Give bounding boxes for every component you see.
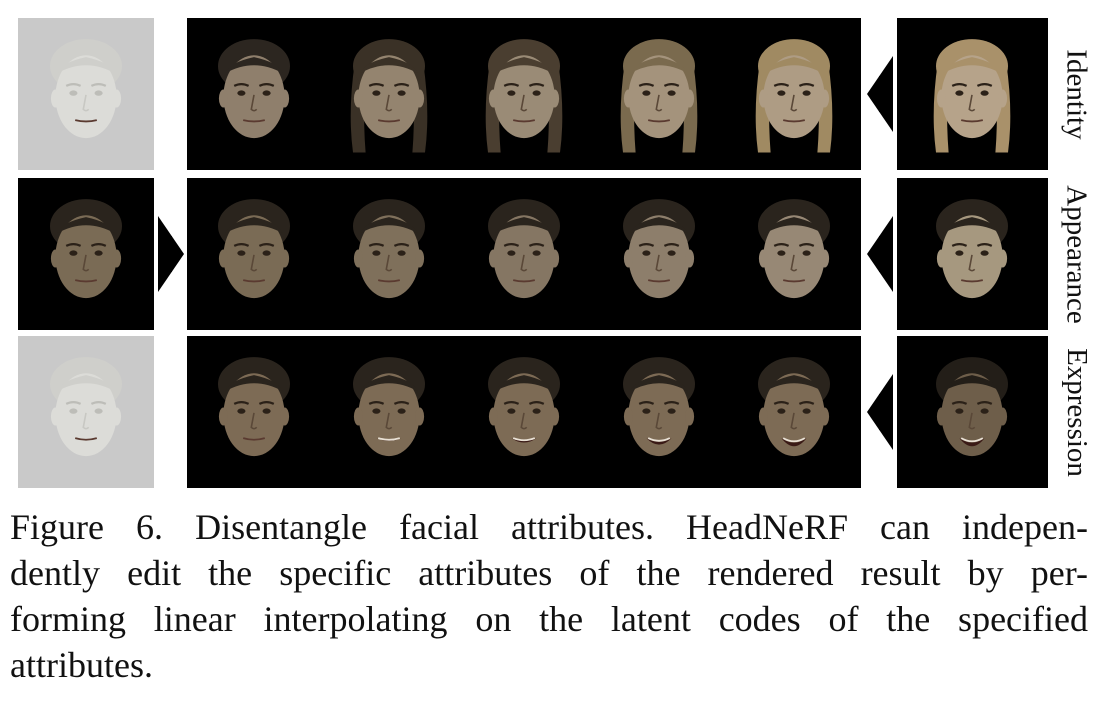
face-thumbnail	[605, 340, 713, 484]
face-thumbnail	[918, 22, 1026, 166]
interpolation-strip-appearance	[187, 178, 861, 330]
target-image-expression	[897, 336, 1048, 488]
face-thumbnail	[32, 340, 140, 484]
figure-caption: Figure 6. Disentangle facial attributes.…	[10, 504, 1088, 688]
face-thumbnail	[918, 182, 1026, 326]
source-image-identity	[18, 18, 154, 170]
row-identity: Identity	[0, 18, 1098, 170]
face-thumbnail	[32, 182, 140, 326]
interpolation-strip-identity	[187, 18, 861, 170]
row-expression: Expression	[0, 336, 1098, 488]
row-label-expression: Expression	[1060, 347, 1093, 477]
face-thumbnail	[740, 340, 848, 484]
face-thumbnail	[335, 340, 443, 484]
caption-line: Figure 6. Disentangle facial attributes.…	[10, 507, 1088, 547]
row-appearance: Appearance	[0, 178, 1098, 330]
face-thumbnail	[470, 182, 578, 326]
source-image-appearance	[18, 178, 154, 330]
arrow-left-icon	[867, 56, 893, 132]
row-label-identity: Identity	[1060, 48, 1093, 140]
caption-line: forming linear interpolating on the late…	[10, 599, 1088, 639]
face-thumbnail	[470, 340, 578, 484]
source-image-expression	[18, 336, 154, 488]
figure-6: Identity Appearance Expression	[0, 18, 1098, 488]
face-thumbnail	[200, 340, 308, 484]
face-thumbnail	[200, 22, 308, 166]
face-thumbnail	[335, 182, 443, 326]
face-thumbnail	[32, 22, 140, 166]
arrow-left-icon	[867, 374, 893, 450]
target-image-appearance	[897, 178, 1048, 330]
face-thumbnail	[605, 22, 713, 166]
face-thumbnail	[740, 182, 848, 326]
face-thumbnail	[918, 340, 1026, 484]
face-thumbnail	[740, 22, 848, 166]
caption-line: attributes.	[10, 645, 153, 685]
face-thumbnail	[470, 22, 578, 166]
face-thumbnail	[605, 182, 713, 326]
caption-line: dently edit the specific attributes of t…	[10, 553, 1088, 593]
row-label-appearance: Appearance	[1060, 184, 1093, 324]
face-thumbnail	[335, 22, 443, 166]
arrow-right-icon	[158, 216, 184, 292]
target-image-identity	[897, 18, 1048, 170]
interpolation-strip-expression	[187, 336, 861, 488]
arrow-left-icon	[867, 216, 893, 292]
face-thumbnail	[200, 182, 308, 326]
